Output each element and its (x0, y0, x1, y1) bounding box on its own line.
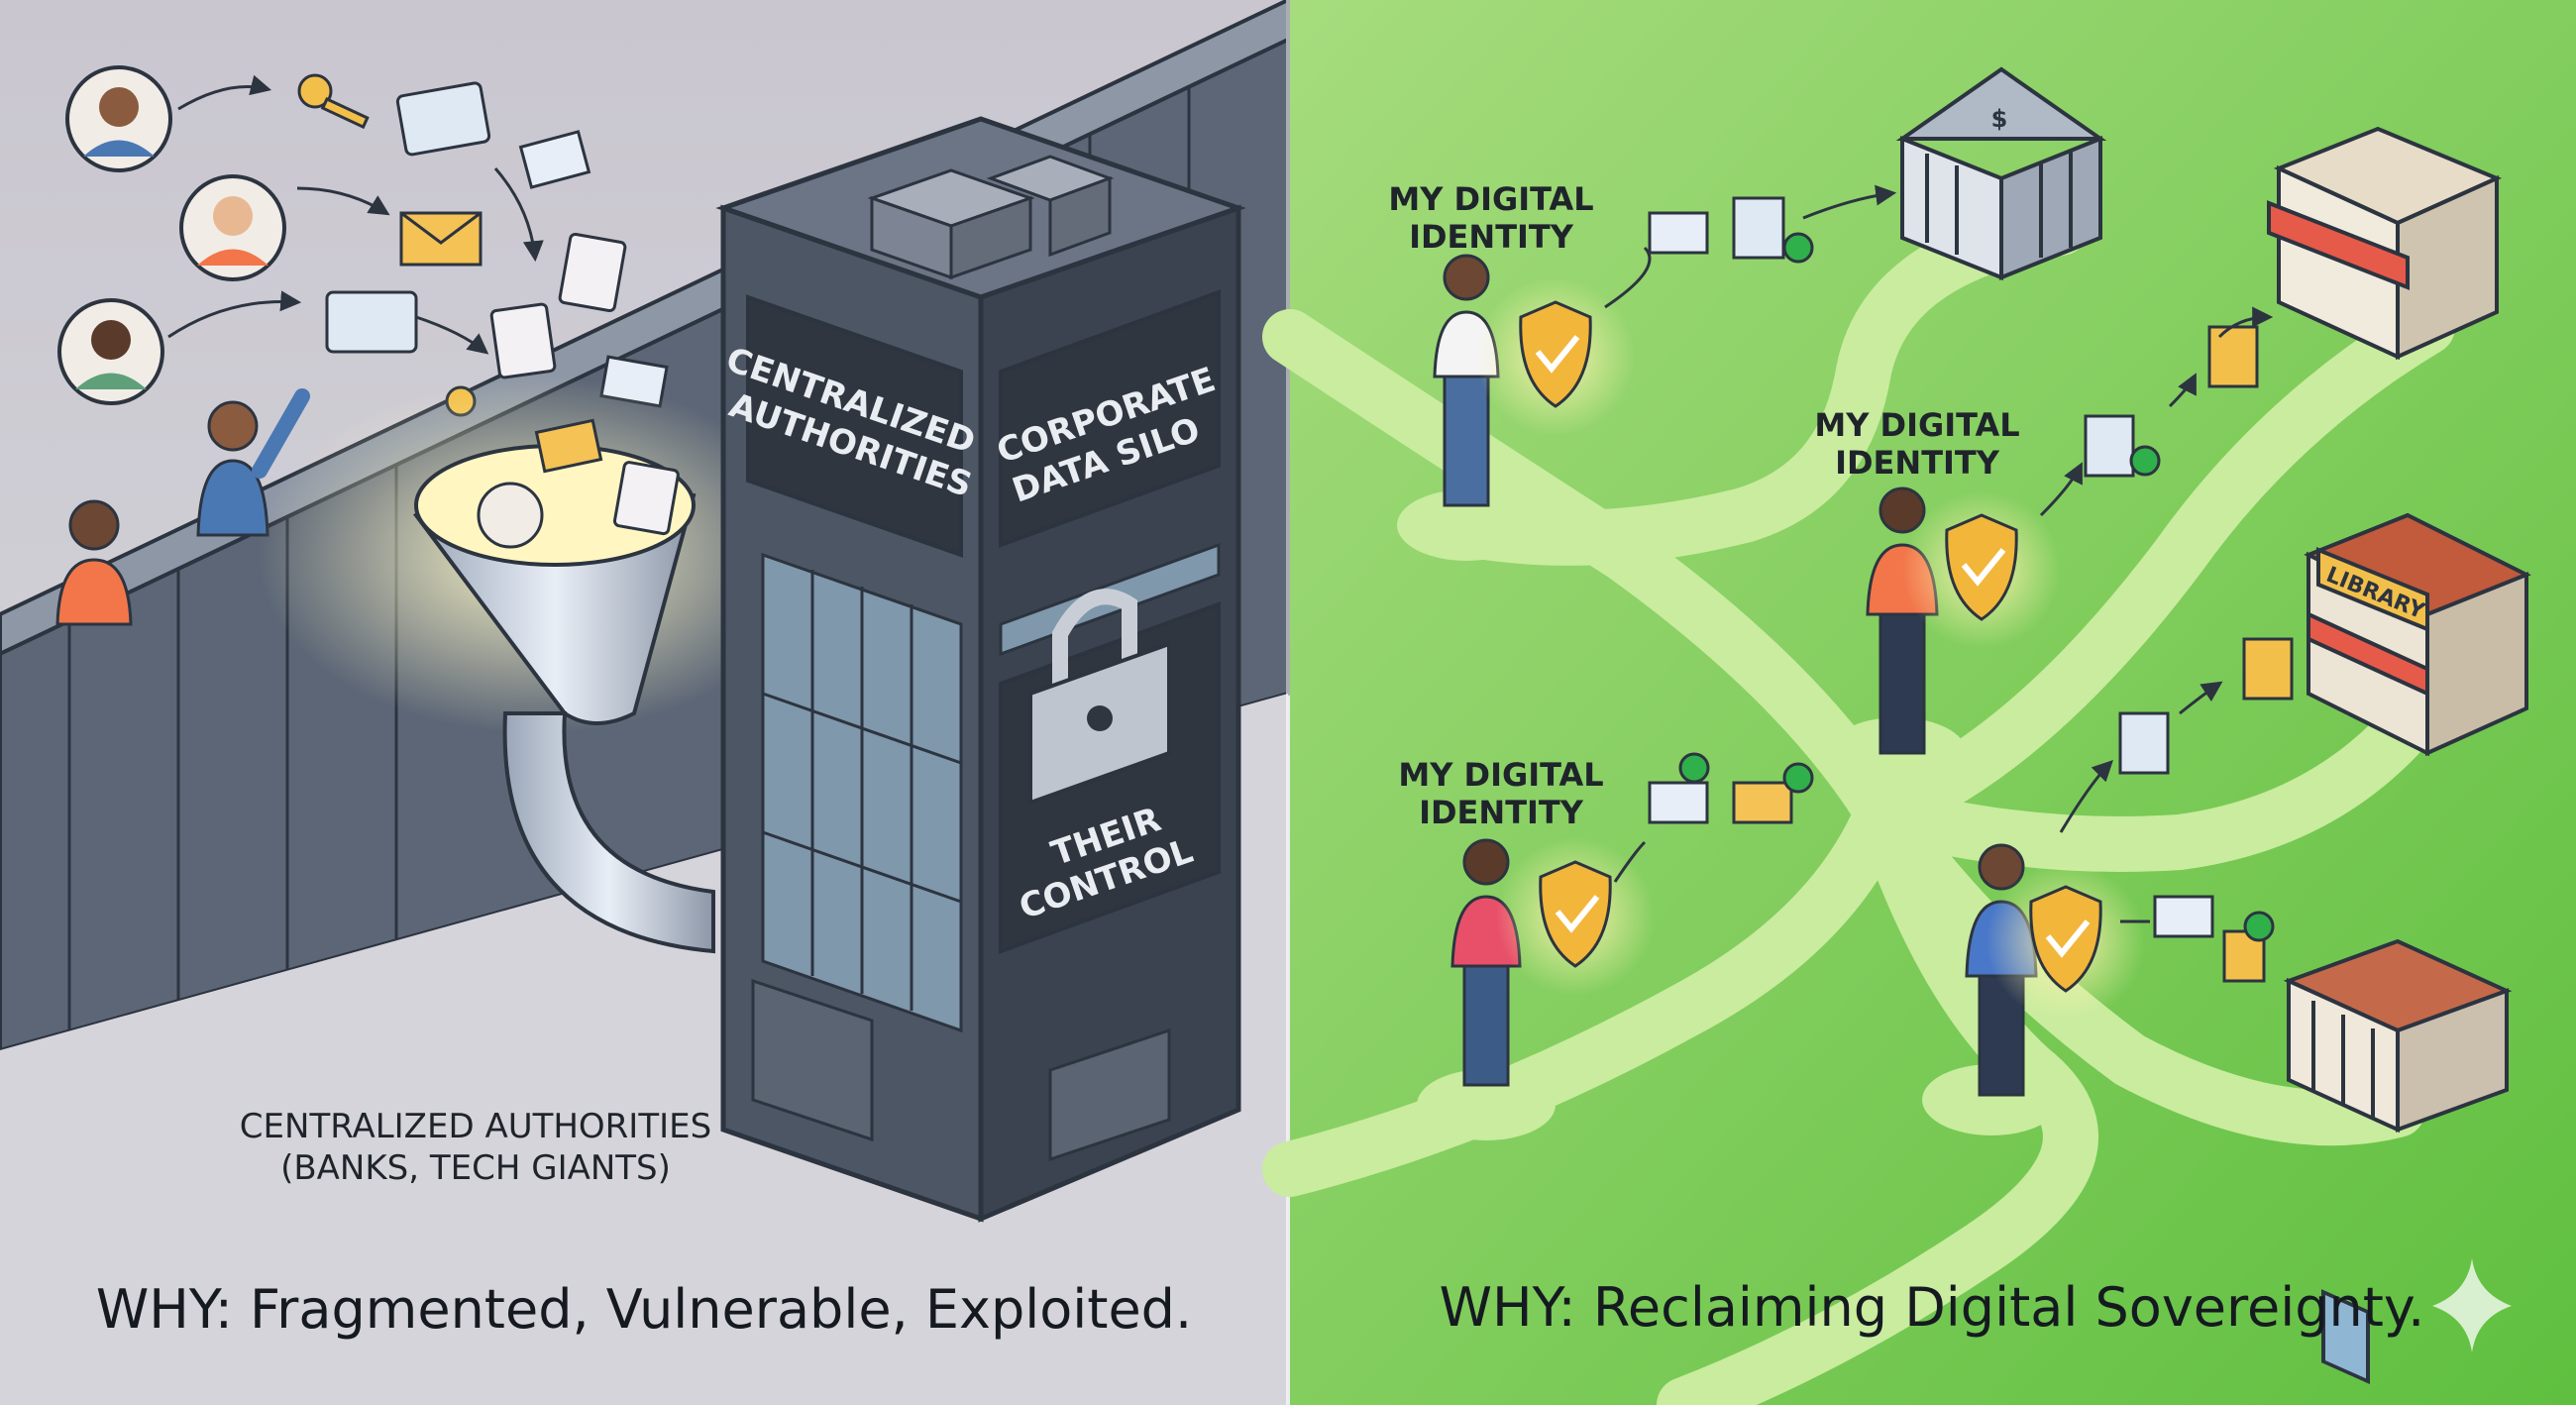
check-icon (1555, 895, 1600, 933)
id-card-icon (325, 290, 418, 354)
avatar-2 (179, 174, 286, 281)
striped-awning (2307, 610, 2429, 698)
identity-label-3-line-1: MY DIGITAL (1398, 756, 1603, 794)
civic-building (2283, 938, 2513, 1134)
check-badge-icon (2243, 911, 2275, 942)
tower-sign-right: CORPORATE DATA SILO (992, 289, 1221, 548)
tower-sign-left: CENTRALIZED AUTHORITIES (721, 294, 980, 558)
right-panel: $ LIBRARY (1262, 0, 2576, 1405)
person-left-2 (196, 388, 310, 537)
check-badge-icon (2129, 445, 2161, 477)
paths (1262, 200, 2455, 1405)
avatar-1 (65, 65, 172, 172)
padlock-shackle-icon (1052, 589, 1137, 684)
check-badge-icon (1782, 232, 1814, 264)
shield-icon (1539, 860, 1612, 968)
check-badge-icon (1782, 762, 1814, 794)
credential-flows (1604, 184, 2294, 983)
envelope-icon (534, 418, 603, 474)
caption-line-1: CENTRALIZED AUTHORITIES (240, 1107, 711, 1146)
envelope-icon (1648, 211, 1709, 255)
envelope-icon (399, 211, 483, 267)
flying-data (167, 73, 669, 417)
rooftop-units (867, 155, 1115, 280)
person-left-1 (55, 499, 133, 626)
lock-panel: THEIR CONTROL (999, 589, 1221, 954)
identity-label-1-line-2: IDENTITY (1409, 218, 1574, 256)
envelope-icon (2153, 895, 2214, 938)
identity-label-1-line-1: MY DIGITAL (1388, 180, 1593, 218)
photo-card-icon (612, 461, 680, 536)
envelope-icon (518, 130, 591, 189)
tower-doors (751, 978, 1171, 1162)
person-with-shield-3 (1450, 837, 1655, 1087)
photo-card-icon (558, 232, 627, 313)
library-sign-board (2316, 547, 2429, 632)
document-icon (1732, 196, 1785, 260)
right-headline: WHY: Reclaiming Digital Sovereignty. (1440, 1276, 2425, 1339)
check-icon (2045, 919, 2091, 958)
person-with-shield-4 (1965, 843, 2145, 1097)
identity-label-2-line-1: MY DIGITAL (1814, 406, 2019, 444)
person-with-shield-1 (1433, 254, 1635, 507)
panel-divider (1286, 0, 1290, 1405)
check-badge-icon (1678, 752, 1710, 784)
path-pads (1397, 489, 2061, 1140)
envelope-icon (1732, 781, 1793, 824)
avatar-icon (477, 482, 544, 549)
photo-card-icon (489, 302, 557, 379)
shield-icon (1519, 300, 1592, 408)
store-building (2267, 126, 2503, 1384)
svg-text:$: $ (1991, 105, 2008, 133)
document-icon (2242, 637, 2294, 701)
caption-line-2: (BANKS, TECH GIANTS) (280, 1148, 671, 1188)
identity-label-2-line-2: IDENTITY (1835, 444, 2000, 482)
envelope-icon (1648, 781, 1709, 824)
document-icon (2207, 325, 2259, 388)
bank-building: $ (1895, 66, 2107, 280)
funnel (258, 377, 812, 954)
document-icon (2084, 414, 2135, 478)
striped-awning (2267, 200, 2410, 290)
left-headline: WHY: Fragmented, Vulnerable, Exploited. (96, 1278, 1192, 1341)
id-card-icon (395, 81, 491, 157)
document-icon (2118, 711, 2170, 775)
shield-icon (2029, 885, 2102, 993)
data-silo-tower: CENTRALIZED AUTHORITIES CORPORATE DATA S… (715, 116, 1246, 1223)
key-icon (297, 73, 370, 130)
person-with-shield-2 (1866, 486, 2061, 755)
check-icon (1535, 335, 1580, 374)
library-building: LIBRARY (2304, 512, 2531, 757)
sparkle-icon (2432, 1258, 2512, 1352)
check-icon (1961, 548, 2006, 587)
left-panel: CENTRALIZED AUTHORITIES CORPORATE DATA S… (0, 0, 1290, 1405)
avatar-3 (57, 298, 164, 405)
identity-label-3-line-2: IDENTITY (1419, 794, 1584, 831)
shield-icon (1945, 513, 2018, 621)
